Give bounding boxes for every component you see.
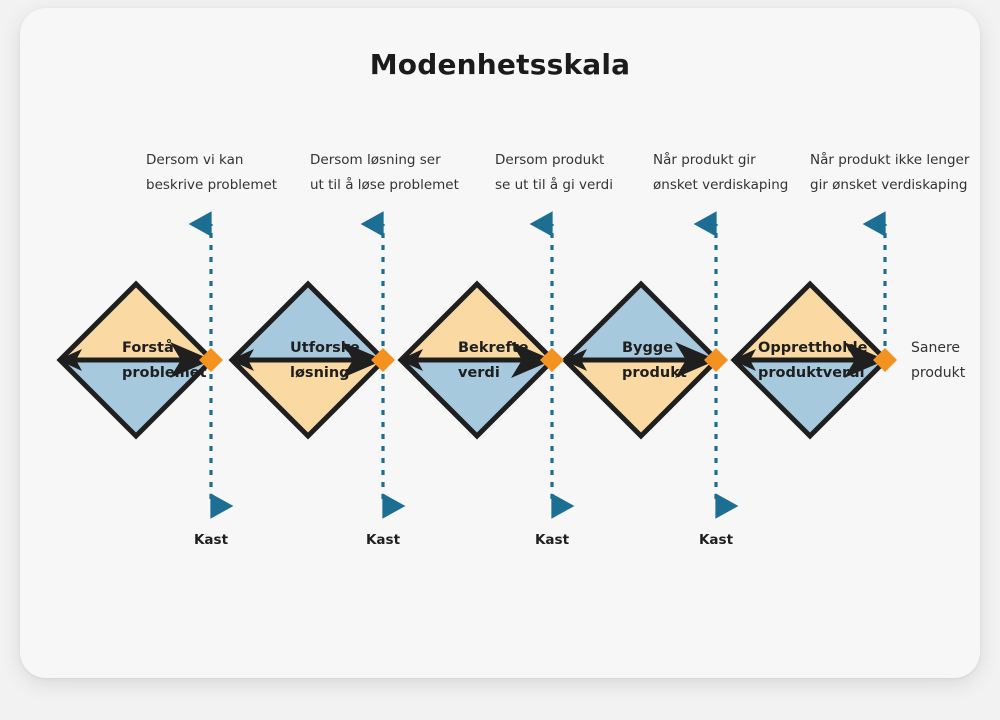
condition-label-4-line1: Når produkt gir xyxy=(653,151,756,168)
discard-label-3: Kast xyxy=(535,532,570,548)
stage-1-top-half xyxy=(60,284,212,360)
stage-2-top-half xyxy=(232,284,384,360)
connector-diamond-2[interactable] xyxy=(371,348,395,372)
stage-4-top-half xyxy=(565,284,717,360)
connector-diamond-5[interactable] xyxy=(873,348,897,372)
condition-labels: Dersom vi kan beskrive problemet Dersom … xyxy=(146,151,970,193)
condition-label-5-line1: Når produkt ikke lenger xyxy=(810,151,970,168)
stage-5-bottom-half xyxy=(734,360,886,436)
condition-label-5-line2: gir ønsket verdiskaping xyxy=(810,177,968,193)
stage-2-bottom-half xyxy=(232,360,384,436)
stage-3-label-line1: Bekrefte xyxy=(458,340,529,356)
back-arrowhead-2 xyxy=(230,349,254,371)
back-arrowhead-4 xyxy=(563,349,587,371)
maturity-scale-diagram: Forstå problemet Utforske løsning Bekref… xyxy=(56,151,970,548)
stage-node-5[interactable]: Opprettholde produktverdi xyxy=(730,280,890,440)
stage-4-bottom-half xyxy=(565,360,717,436)
discard-label-4: Kast xyxy=(699,532,734,548)
connector-diamond-4[interactable] xyxy=(704,348,728,372)
stage-2-label-line2: løsning xyxy=(290,365,350,381)
stage-1-label-line1: Forstå xyxy=(122,339,174,356)
condition-label-3-line1: Dersom produkt xyxy=(495,152,604,168)
stage-5-top-half xyxy=(734,284,886,360)
stage-1-bottom-half xyxy=(60,360,212,436)
stage-3-bottom-half xyxy=(401,360,553,436)
back-arrowhead-3 xyxy=(399,349,423,371)
stage-5-label-line1: Opprettholde xyxy=(758,340,868,356)
condition-label-2-line2: ut til å løse problemet xyxy=(310,176,459,193)
condition-label-4-line2: ønsket verdiskaping xyxy=(653,177,788,193)
page-title: Modenhetsskala xyxy=(369,48,631,81)
stage-2-label-line1: Utforske xyxy=(290,340,360,356)
discard-label-1: Kast xyxy=(194,532,229,548)
back-arrowhead-1 xyxy=(58,349,82,371)
condition-label-1-line1: Dersom vi kan xyxy=(146,152,243,168)
stage-node-2[interactable]: Utforske løsning xyxy=(228,280,388,440)
stage-node-4[interactable]: Bygge produkt xyxy=(561,280,721,440)
stage-4-label-line1: Bygge xyxy=(622,340,673,356)
backward-arrowheads xyxy=(58,349,756,371)
stage-1-label-line2: problemet xyxy=(122,365,207,381)
end-label-line2: produkt xyxy=(911,365,966,381)
discard-labels: Kast Kast Kast Kast xyxy=(194,532,734,548)
connector-diamonds xyxy=(199,348,897,372)
end-label-line1: Sanere xyxy=(911,340,960,356)
condition-label-2-line1: Dersom løsning ser xyxy=(310,152,441,168)
stage-3-top-half xyxy=(401,284,553,360)
stage-node-1[interactable]: Forstå problemet xyxy=(56,280,216,440)
stage-3-label-line2: verdi xyxy=(458,365,500,381)
end-label: Sanere produkt xyxy=(911,340,966,381)
connector-diamond-1[interactable] xyxy=(199,348,223,372)
condition-label-3-line2: se ut til å gi verdi xyxy=(495,176,613,193)
diagram-card: Modenhetsskala xyxy=(20,8,980,678)
stage-node-3[interactable]: Bekrefte verdi xyxy=(397,280,557,440)
discard-label-2: Kast xyxy=(366,532,401,548)
dashed-guides xyxy=(188,211,887,519)
stage-4-label-line2: produkt xyxy=(622,365,687,381)
connector-diamond-3[interactable] xyxy=(540,348,564,372)
back-arrowhead-5 xyxy=(732,349,756,371)
stage-5-label-line2: produktverdi xyxy=(758,365,865,381)
condition-label-1-line2: beskrive problemet xyxy=(146,177,277,193)
